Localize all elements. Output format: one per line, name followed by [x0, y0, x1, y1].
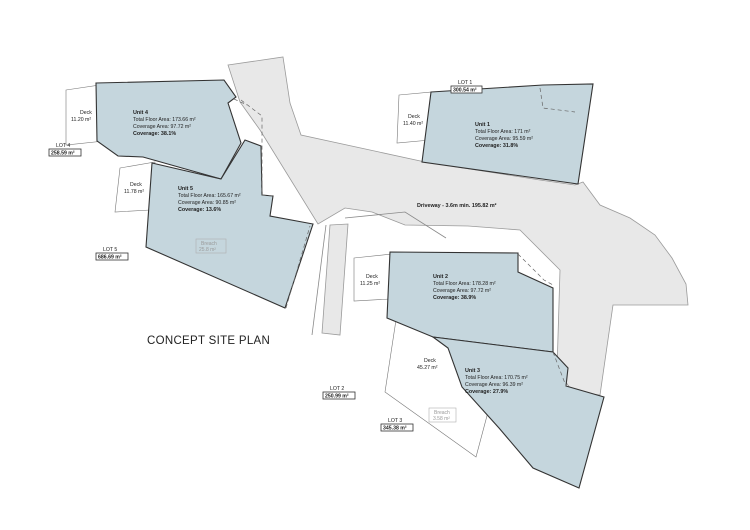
lot-4-area: 258.59 m²	[51, 151, 75, 157]
driveway-label: Driveway - 3.6m min. 195.82 m²	[417, 203, 497, 209]
setback-line	[285, 225, 311, 309]
unit-4-cover: Coverage Area: 97.72 m²	[133, 124, 191, 130]
unit-3-name: Unit 3	[465, 368, 480, 374]
page-title: CONCEPT SITE PLAN	[147, 335, 270, 347]
lot-2-area: 250.99 m²	[325, 394, 349, 400]
unit-1-floor: Total Floor Area: 171 m²	[475, 129, 531, 135]
unit-4-coverage: Coverage: 38.1%	[133, 131, 176, 137]
lot-5-area: 686.69 m²	[98, 255, 122, 261]
unit-3-cover: Coverage Area: 96.39 m²	[465, 382, 523, 388]
unit-1-shape	[421, 83, 594, 185]
lot-4-label: LOT 4	[56, 143, 70, 149]
unit-2-floor: Total Floor Area: 178.28 m²	[433, 281, 496, 287]
unit-5-coverage: Coverage: 13.6%	[178, 207, 221, 213]
unit-2-shape	[386, 251, 554, 353]
unit-5-shape	[145, 139, 314, 309]
deck-2-label: Deck	[366, 274, 378, 280]
setback-line	[517, 253, 554, 286]
unit-3-shape	[430, 336, 605, 489]
lot-3-area: 345.38 m²	[383, 426, 407, 432]
unit-5-floor: Total Floor Area: 165.67 m²	[178, 193, 241, 199]
breach-5-outline	[195, 238, 227, 254]
deck-5-label: Deck	[130, 182, 142, 188]
lot-4-label-group: LOT 4 258.59 m²	[48, 143, 82, 157]
breach-3-outline	[428, 407, 457, 423]
lot-1-area: 300.54 m²	[453, 88, 477, 94]
unit-3-floor: Total Floor Area: 170.75 m²	[465, 375, 528, 381]
unit-1-name: Unit 1	[475, 122, 490, 128]
breach-5-area: 25.8 m²	[199, 247, 216, 253]
unit-1-cover: Coverage Area: 95.59 m²	[475, 136, 533, 142]
breach-3-area: 3.58 m²	[433, 416, 450, 422]
deck-5-area: 11.78 m²	[124, 189, 144, 195]
deck-3-area: 45.27 m²	[417, 365, 438, 371]
boundary-line	[344, 211, 447, 239]
lot-5-label-group: LOT 5 686.69 m²	[95, 247, 129, 261]
deck-3-label: Deck	[424, 358, 436, 364]
unit-4-floor: Total Floor Area: 173.66 m²	[133, 117, 196, 123]
driveway-strip	[321, 223, 349, 336]
deck-4-area: 11.20 m²	[71, 117, 91, 123]
unit-5-name: Unit 5	[178, 186, 193, 192]
unit-4-shape	[95, 79, 242, 180]
unit-5-cover: Coverage Area: 90.85 m²	[178, 200, 236, 206]
breach-5-label: Breach	[201, 241, 217, 247]
breach-3-label: Breach	[434, 410, 450, 416]
lot-2-label-group: LOT 2 250.99 m²	[322, 386, 356, 400]
unit-2-cover: Coverage Area: 97.72 m²	[433, 288, 491, 294]
setback-line	[233, 98, 248, 106]
setback-line	[552, 351, 567, 387]
unit-1-coverage: Coverage: 31.8%	[475, 143, 518, 149]
lot-1-label: LOT 1	[458, 80, 472, 86]
unit-4-name: Unit 4	[133, 110, 148, 116]
boundary-line	[311, 224, 327, 336]
unit-3-coverage: Coverage: 27.9%	[465, 389, 508, 395]
deck-2-area: 11.25 m²	[360, 281, 380, 287]
lot-3-label: LOT 3	[388, 418, 402, 424]
lot-1-label-group: LOT 1 300.54 m²	[450, 80, 483, 94]
unit-2-name: Unit 2	[433, 274, 448, 280]
setback-line	[240, 99, 274, 197]
lot-2-label: LOT 2	[330, 386, 344, 392]
deck-1-area: 11.40 m²	[403, 121, 423, 127]
deck-4-label: Deck	[80, 110, 92, 116]
unit-2-coverage: Coverage: 38.9%	[433, 295, 476, 301]
lot-3-label-group: LOT 3 345.38 m²	[380, 418, 414, 432]
deck-1-label: Deck	[408, 114, 420, 120]
lot-5-label: LOT 5	[103, 247, 117, 253]
